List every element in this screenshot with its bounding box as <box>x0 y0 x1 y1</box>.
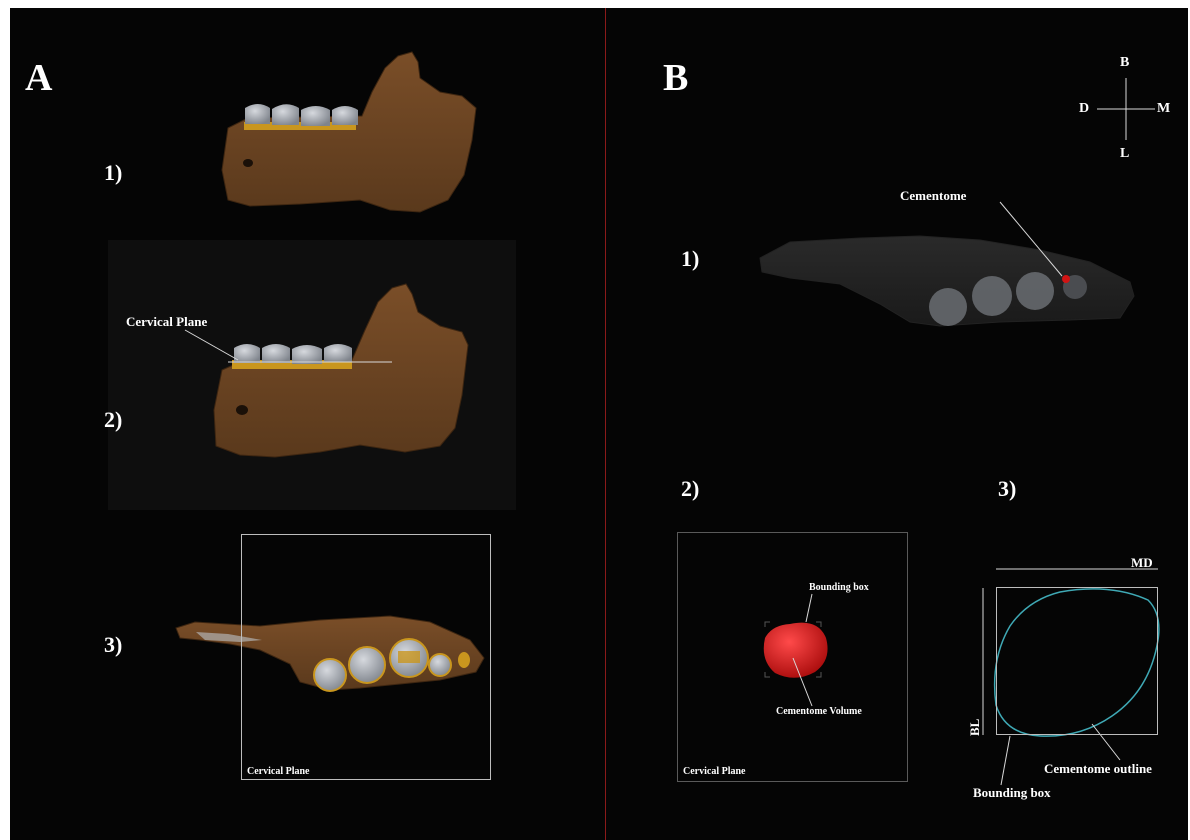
cervical-plane-leader <box>185 330 238 360</box>
panel-a-cervical-plane-box <box>241 534 491 780</box>
cementome-volume-label: Cementome Volume <box>776 706 862 717</box>
mental-foramen-1 <box>243 159 253 167</box>
panel-a-row3-number: 3) <box>104 632 122 658</box>
cementome-label: Cementome <box>900 188 966 204</box>
mandible-lateral-1 <box>222 52 476 212</box>
panel-a-row2-number: 2) <box>104 407 122 433</box>
compass-m: M <box>1157 101 1170 117</box>
cervical-plane-label: Cervical Plane <box>126 314 207 330</box>
mandible-ghost-b1 <box>760 202 1134 326</box>
cementome-outline-label: Cementome outline <box>1044 761 1152 777</box>
panel-a-row1-number: 1) <box>104 160 122 186</box>
mandible-lateral-2 <box>185 284 468 457</box>
panel-b-row3-number: 3) <box>998 476 1016 502</box>
compass-l: L <box>1120 146 1129 162</box>
md-label: MD <box>1131 555 1153 571</box>
teeth-row-1 <box>244 104 358 130</box>
panel-b-row1-number: 1) <box>681 246 699 272</box>
compass-d: D <box>1079 101 1089 117</box>
compass-b: B <box>1120 55 1129 71</box>
outline-bbox-leader <box>1001 736 1010 785</box>
cementome-marker <box>1062 275 1070 283</box>
volume-bounding-box-label: Bounding box <box>809 582 869 593</box>
panel-b-volume-box <box>677 532 908 782</box>
panel-b-outline-bounding-box <box>996 587 1158 735</box>
orientation-compass <box>1097 78 1155 140</box>
cervical-plane-box-label-a: Cervical Plane <box>247 766 309 777</box>
panel-b-row2-number: 2) <box>681 476 699 502</box>
outline-bounding-box-label: Bounding box <box>973 785 1051 801</box>
cervical-plane-box-label-b: Cervical Plane <box>683 766 745 777</box>
teeth-row-2 <box>232 344 352 369</box>
panel-b-letter: B <box>663 56 688 100</box>
mental-foramen-2 <box>236 405 248 415</box>
bl-label: BL <box>967 719 983 736</box>
panel-a-letter: A <box>25 56 52 100</box>
